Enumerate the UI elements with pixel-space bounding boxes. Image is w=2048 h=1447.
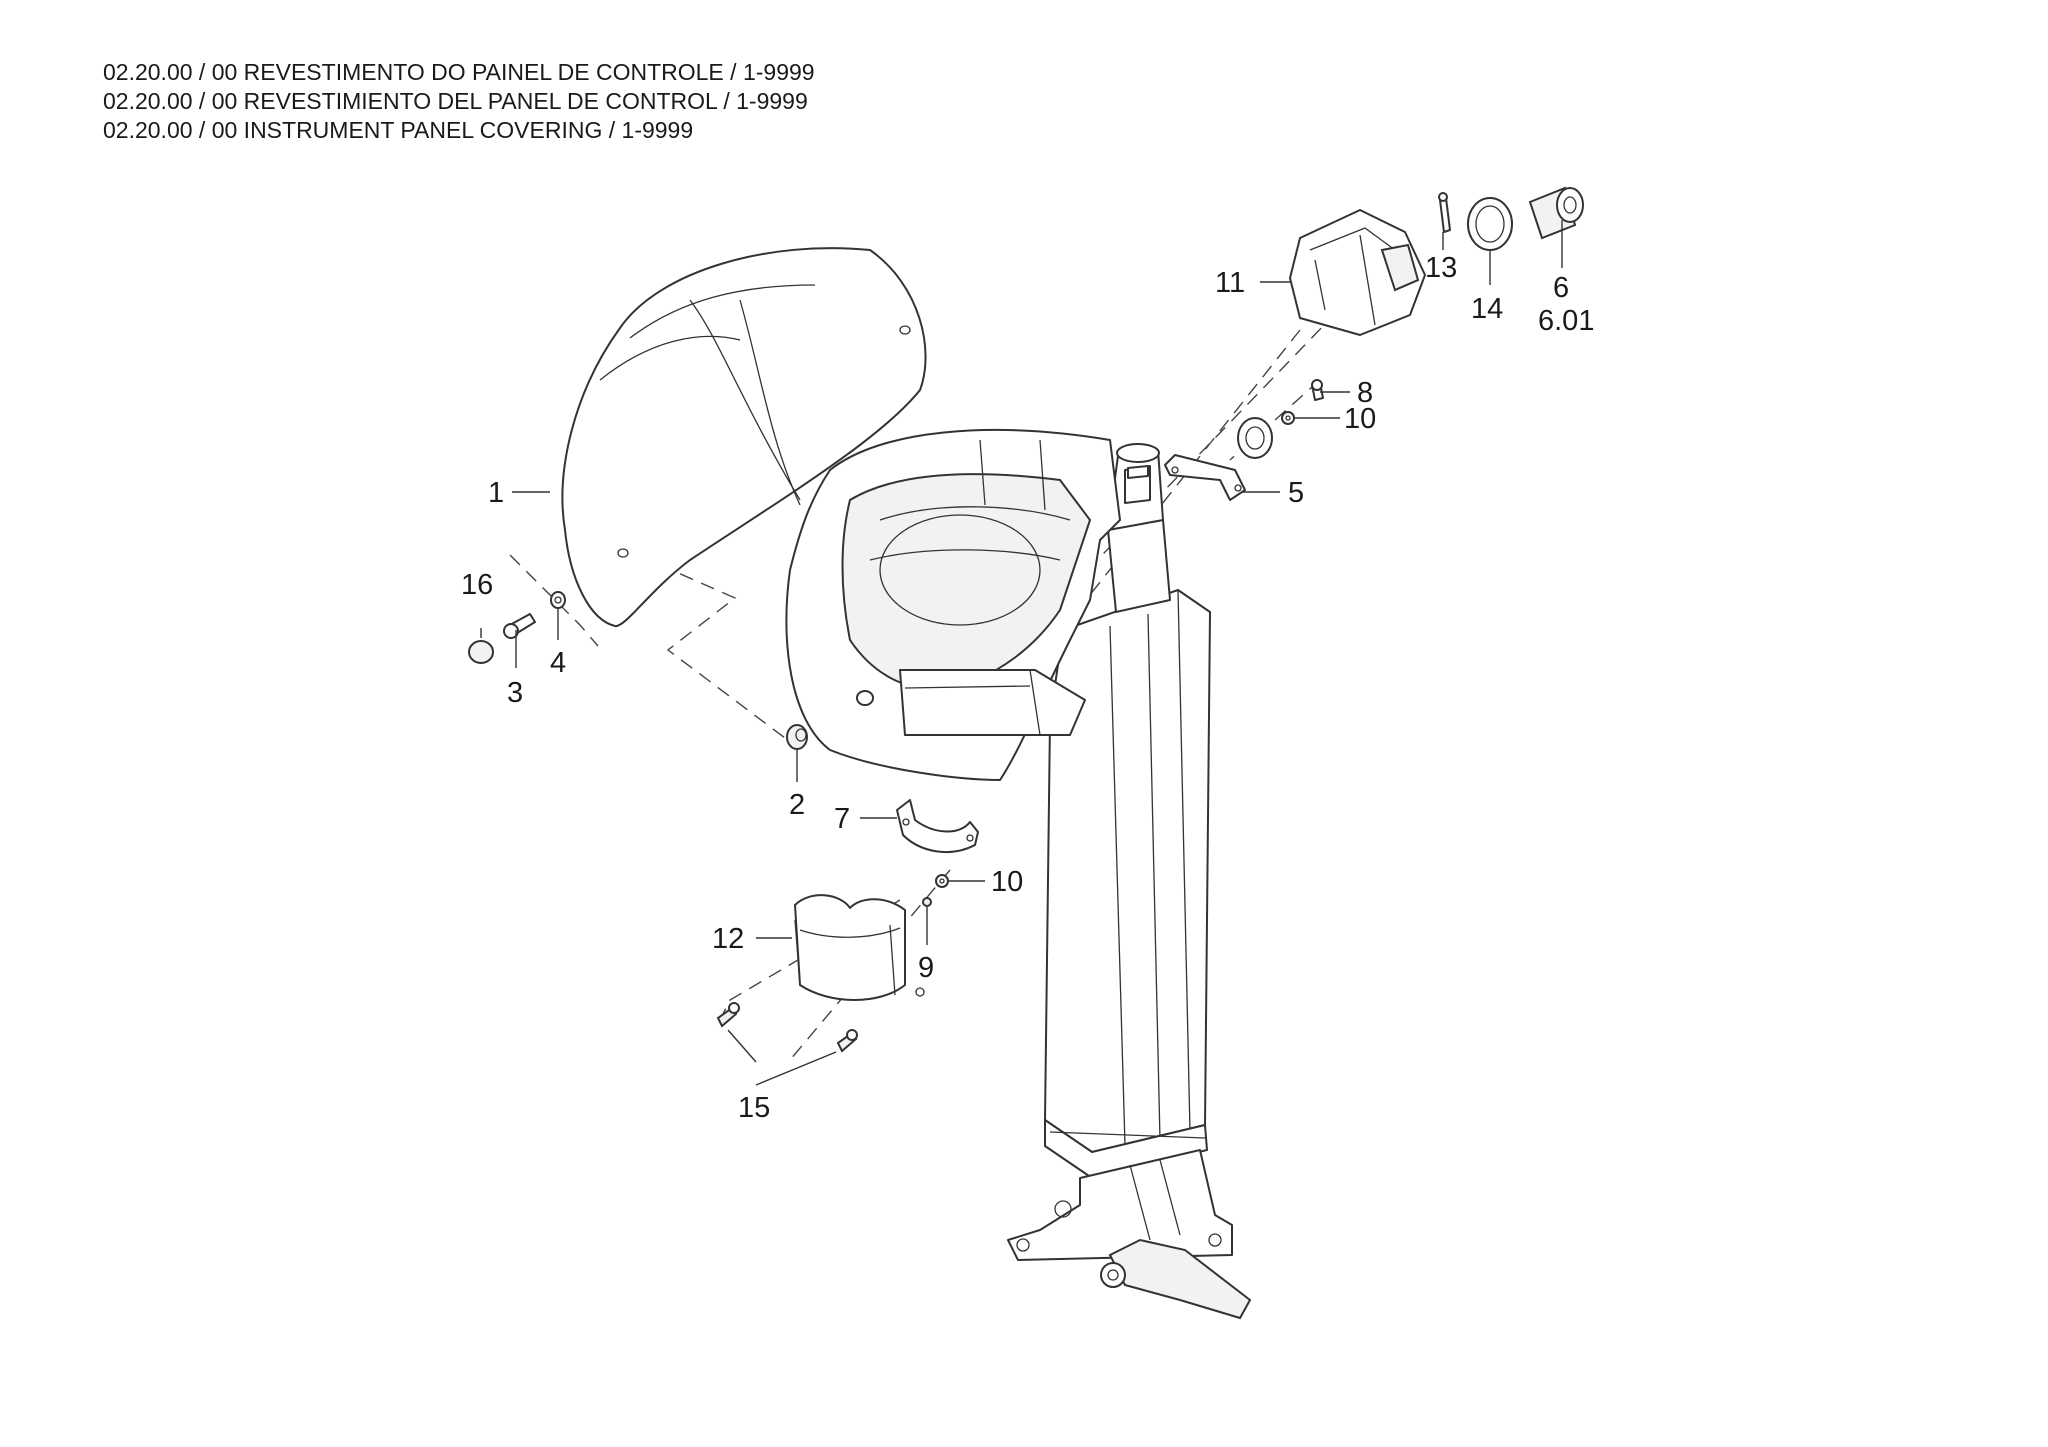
title-line-pt: 02.20.00 / 00 REVESTIMENTO DO PAINEL DE … <box>103 59 815 85</box>
clamp-part-7 <box>896 799 979 853</box>
callout-11: 11 <box>1215 267 1245 299</box>
upper-cover-part-1 <box>561 247 927 627</box>
clamp-bracket-part-5 <box>1164 417 1273 501</box>
title-line-es: 02.20.00 / 00 REVESTIMIENTO DEL PANEL DE… <box>103 88 808 114</box>
callout-16: 16 <box>461 569 493 601</box>
callout-14: 14 <box>1471 293 1503 325</box>
screw-part-9 <box>922 897 932 907</box>
callout-12: 12 <box>712 923 744 955</box>
callout-15: 15 <box>738 1092 770 1124</box>
callout-2: 2 <box>789 789 805 821</box>
grommet-part-2 <box>786 724 808 750</box>
callout-6: 6 <box>1553 272 1569 304</box>
steering-shaft <box>1107 443 1171 613</box>
drawing-title-block: 02.20.00 / 00 REVESTIMENTO DO PAINEL DE … <box>103 58 815 145</box>
callout-10-upper: 10 <box>1344 403 1376 435</box>
callout-10-lower: 10 <box>991 866 1023 898</box>
washer-part-4 <box>550 591 566 609</box>
tilt-lever <box>1100 1238 1252 1320</box>
callout-1: 1 <box>488 477 504 509</box>
ignition-lock-part-6 <box>1528 186 1584 240</box>
callout-labels: 1 16 3 4 2 7 10 9 12 15 5 10 8 11 13 14 … <box>461 252 1594 1124</box>
title-line-en: 02.20.00 / 00 INSTRUMENT PANEL COVERING … <box>103 117 694 143</box>
bolt-part-3 <box>503 613 536 639</box>
callout-6-01: 6.01 <box>1538 305 1594 337</box>
callout-5: 5 <box>1288 477 1304 509</box>
washer-part-10-lower <box>935 874 949 888</box>
lower-shroud-part-12 <box>794 894 925 1001</box>
screws-part-15 <box>716 1002 858 1053</box>
steering-column-housing <box>1007 589 1233 1261</box>
screw-part-8 <box>1311 379 1324 401</box>
washer-part-10-upper <box>1281 411 1295 425</box>
leader-lines <box>480 220 1563 1086</box>
callout-7: 7 <box>834 803 850 835</box>
callout-13: 13 <box>1425 252 1457 284</box>
callout-4: 4 <box>550 647 566 679</box>
lower-dashboard-cover <box>785 429 1121 781</box>
callout-3: 3 <box>507 677 523 709</box>
bezel-ring-part-14 <box>1467 197 1513 251</box>
cap-part-16 <box>468 640 494 664</box>
callout-8: 8 <box>1357 377 1373 409</box>
switch-housing-part-11 <box>1289 209 1426 336</box>
screw-part-13 <box>1438 192 1451 233</box>
callout-9: 9 <box>918 952 934 984</box>
